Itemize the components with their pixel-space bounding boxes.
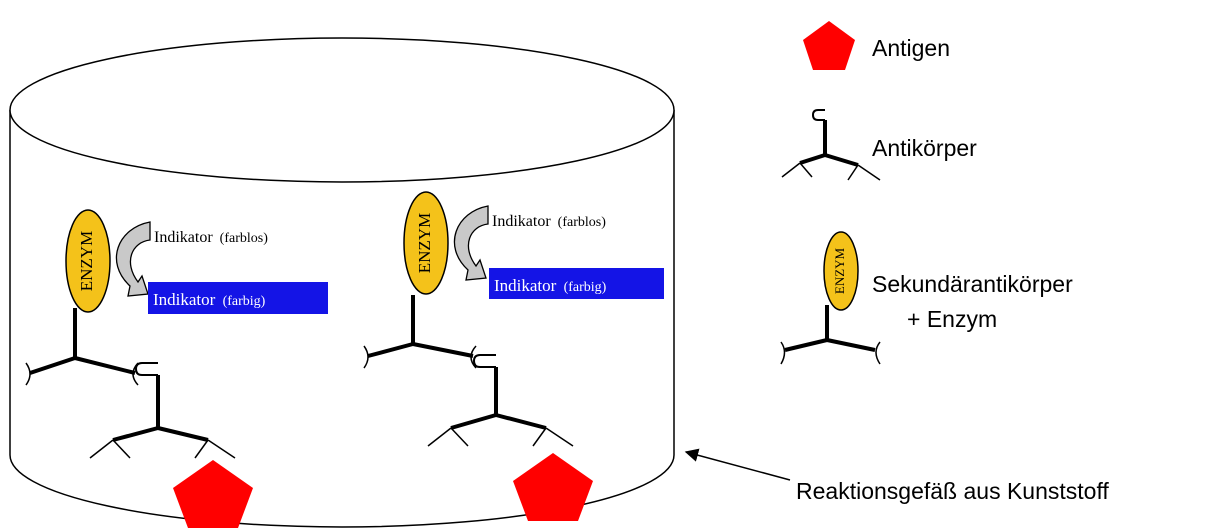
antigen-shape — [173, 460, 253, 528]
primary-antibody — [89, 362, 236, 459]
indicator-colored-box — [489, 268, 664, 299]
enzyme-legend-label: ENZYM — [832, 247, 847, 294]
indicator-colored-label: Indikator (farbig) — [494, 276, 607, 295]
indicator-colorless-label: Indikator (farblos) — [492, 213, 606, 230]
immune-complex-1: ENZYM Indikator (farblos) Indikator (far… — [25, 209, 328, 528]
vessel-rim — [9, 37, 675, 183]
indicator-arrow — [115, 221, 151, 297]
legend-antigen-label: Antigen — [872, 35, 950, 61]
indicator-colored-box — [148, 282, 328, 314]
enzyme-legend-ellipse — [823, 231, 859, 311]
legend-secondary-label-line2: + Enzym — [907, 306, 997, 332]
indicator-colorless-label: Indikator (farblos) — [154, 229, 268, 246]
enzyme-ellipse — [403, 191, 449, 295]
antigen-shape — [513, 453, 593, 521]
reaction-vessel — [9, 37, 675, 528]
legend: Antigen Antikörper ENZYM Sekundärantikör… — [780, 21, 1073, 365]
immune-complex-2: ENZYM Indikator (farblos) Indikator (far… — [363, 191, 664, 521]
legend-antibody-label: Antikörper — [872, 135, 977, 161]
primary-antibody — [427, 354, 574, 447]
indicator-arrow — [453, 205, 489, 281]
antibody-legend-icon — [781, 109, 881, 181]
secondary-antibody — [363, 295, 477, 369]
antigen-legend-icon — [803, 21, 855, 70]
secondary-antibody — [25, 308, 139, 386]
indicator-colored-label: Indikator (farbig) — [153, 290, 266, 309]
vessel-label: Reaktionsgefäß aus Kunststoff — [796, 478, 1109, 504]
legend-secondary-label-line1: Sekundärantikörper — [872, 271, 1073, 297]
vessel-pointer-arrow — [684, 448, 791, 481]
enzyme-label: ENZYM — [415, 213, 434, 273]
enzyme-ellipse — [65, 209, 111, 313]
secondary-antibody-legend-icon: ENZYM — [780, 231, 881, 365]
enzyme-label: ENZYM — [77, 231, 96, 291]
